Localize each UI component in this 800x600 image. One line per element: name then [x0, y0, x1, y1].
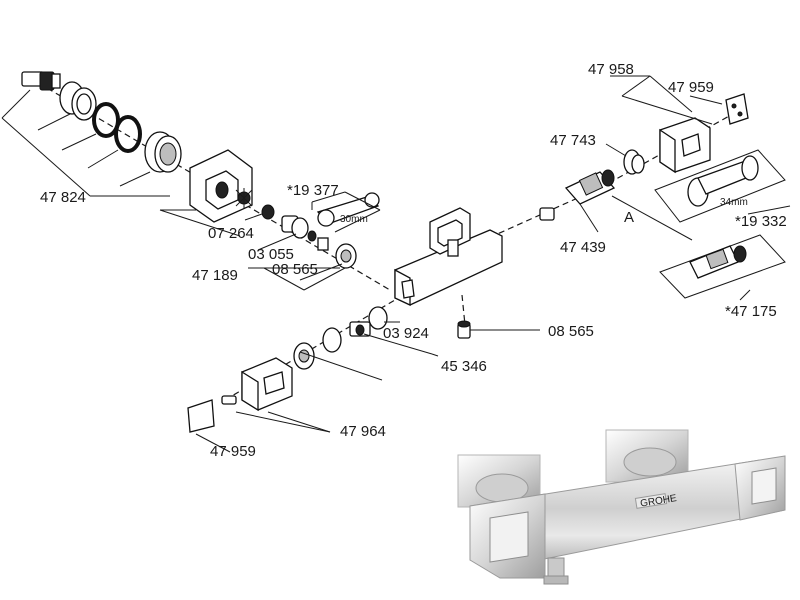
label-A: A — [624, 209, 634, 226]
label-47439: 47 439 — [560, 239, 606, 256]
label-08565-right: 08 565 — [548, 323, 594, 340]
part-threaded-ring — [144, 131, 182, 173]
part-03924 — [349, 306, 388, 337]
part-19332-tool: 34mm — [654, 149, 786, 223]
label-47958: 47 958 — [588, 61, 634, 78]
part-main-body — [394, 207, 503, 307]
label-47959-bottom: 47 959 — [210, 443, 256, 460]
part-lower-spindle — [293, 327, 342, 370]
label-47743: 47 743 — [550, 132, 596, 149]
part-47175-cartridge — [659, 234, 786, 299]
label-03924: 03 924 — [383, 325, 429, 342]
part-47959-bottom-plate — [187, 399, 215, 433]
part-o-ring-2 — [114, 115, 142, 153]
leader-lines — [1, 75, 791, 453]
label-47959-top: 47 959 — [668, 79, 714, 96]
label-47824: 47 824 — [40, 189, 86, 206]
part-sleeve — [59, 81, 97, 121]
part-47958-cube — [659, 117, 711, 174]
part-connector-nut — [21, 71, 61, 91]
wrench-size-label: 30mm — [340, 214, 368, 225]
part-47959-top-plate — [725, 93, 749, 125]
product-photo: GROHE — [457, 429, 786, 585]
label-47189: 47 189 — [192, 267, 238, 284]
label-19377: *19 377 — [287, 182, 339, 199]
label-47964: 47 964 — [340, 423, 386, 440]
part-47439-cartridge — [539, 169, 616, 221]
label-45346: 45 346 — [441, 358, 487, 375]
part-47189 — [317, 237, 357, 269]
part-spline-washer — [235, 188, 253, 208]
part-labels: 47 958 47 959 47 743 *19 377 47 824 07 2… — [40, 61, 787, 460]
part-08565-right — [457, 320, 471, 339]
part-square-escutcheon — [189, 149, 253, 223]
part-07264 — [261, 204, 275, 220]
label-47175: *47 175 — [725, 303, 777, 320]
part-47964-cube — [221, 357, 293, 412]
label-19332: *19 332 — [735, 213, 787, 230]
label-08565-left: 08 565 — [272, 261, 318, 278]
part-o-ring-1 — [92, 102, 120, 138]
tool-size-label: 34mm — [720, 197, 748, 208]
part-47743-ring — [623, 149, 645, 175]
label-07264: 07 264 — [208, 225, 254, 242]
part-03055 — [281, 215, 317, 242]
assembly-axes — [29, 77, 741, 401]
part-wrench-19377: 30mm — [316, 192, 380, 227]
label-03055: 03 055 — [248, 246, 294, 263]
